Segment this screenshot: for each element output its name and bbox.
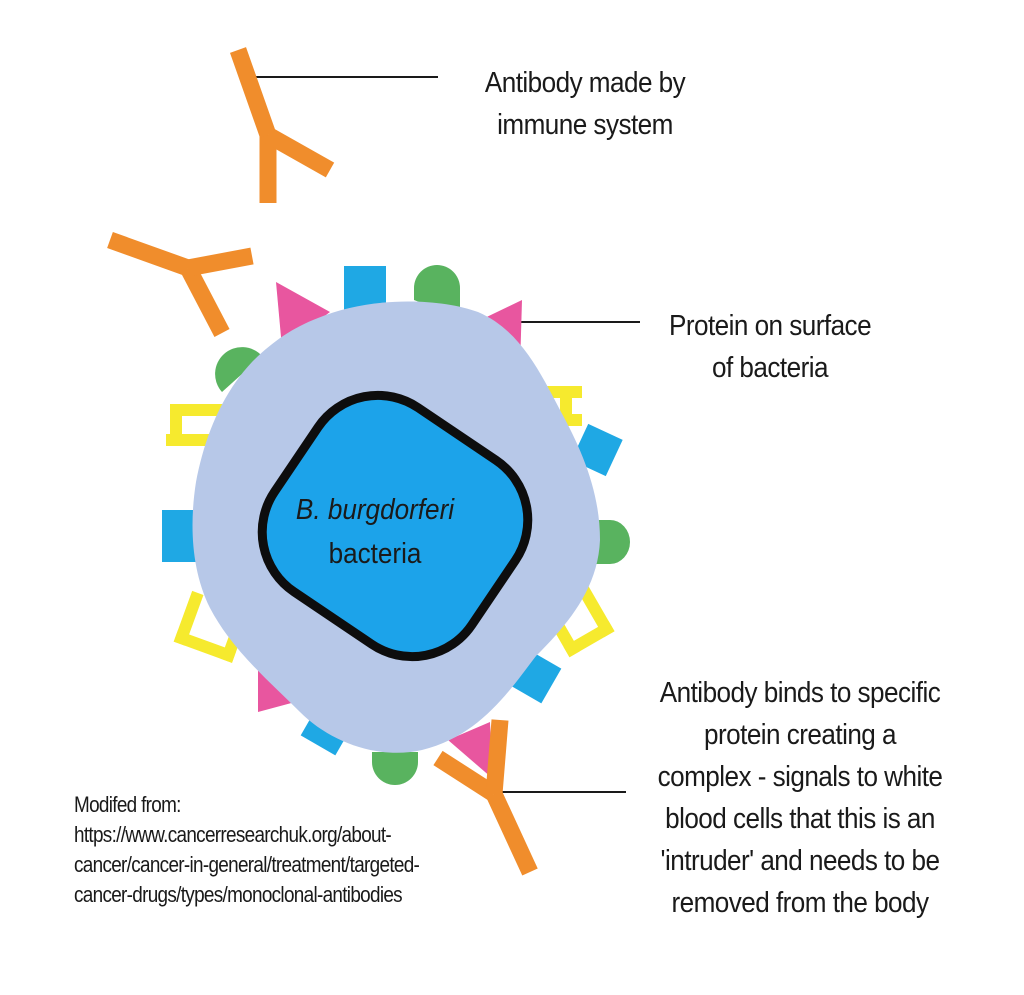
source-attribution: Modifed from: https://www.cancerresearch…: [74, 790, 521, 910]
bacteria-kind: bacteria: [328, 538, 422, 570]
green-protein-icon: [596, 520, 630, 564]
antibody-binds-label-line: blood cells that this is an: [665, 803, 935, 835]
protein-surface-label: Protein on surface of bacteria: [608, 305, 932, 389]
antibody-made-label: Antibody made by immune system: [419, 62, 752, 146]
antibody-made-label-line: Antibody made by: [484, 67, 686, 99]
source-line: cancer/cancer-in-general/treatment/targe…: [74, 852, 420, 877]
green-protein-icon: [372, 752, 418, 785]
bacteria-species-name: B. burgdorferi: [295, 494, 455, 526]
antibody-binds-label-line: 'intruder' and needs to be: [660, 845, 940, 877]
protein-surface-label-line: of bacteria: [712, 352, 828, 384]
source-line: https://www.cancerresearchuk.org/about-: [74, 822, 392, 847]
antibody-binds-label-line: complex - signals to white: [657, 761, 943, 793]
bound-antibody-icon: [433, 719, 538, 876]
bacteria-name-label: B. burgdorferi bacteria: [272, 488, 479, 576]
free-antibody-left-icon: [107, 231, 254, 337]
antibody-binds-label-line: removed from the body: [671, 887, 929, 919]
blue-protein-icon: [162, 510, 198, 562]
free-antibody-top-icon: [229, 47, 335, 203]
antibody-binds-label: Antibody binds to specific protein creat…: [607, 672, 994, 924]
green-protein-icon: [215, 347, 262, 392]
source-line: Modifed from:: [74, 792, 181, 817]
protein-surface-label-line: Protein on surface: [668, 310, 872, 342]
antibody-binds-label-line: Antibody binds to specific: [659, 677, 941, 709]
source-line: cancer-drugs/types/monoclonal-antibodies: [74, 882, 403, 907]
pink-protein-icon: [448, 722, 492, 778]
antibody-binds-label-line: protein creating a: [704, 719, 897, 751]
antibody-made-label-line: immune system: [497, 109, 673, 141]
bacteria-nucleus: [257, 390, 533, 662]
blue-protein-icon: [344, 266, 386, 310]
pink-protein-icon: [276, 282, 330, 348]
